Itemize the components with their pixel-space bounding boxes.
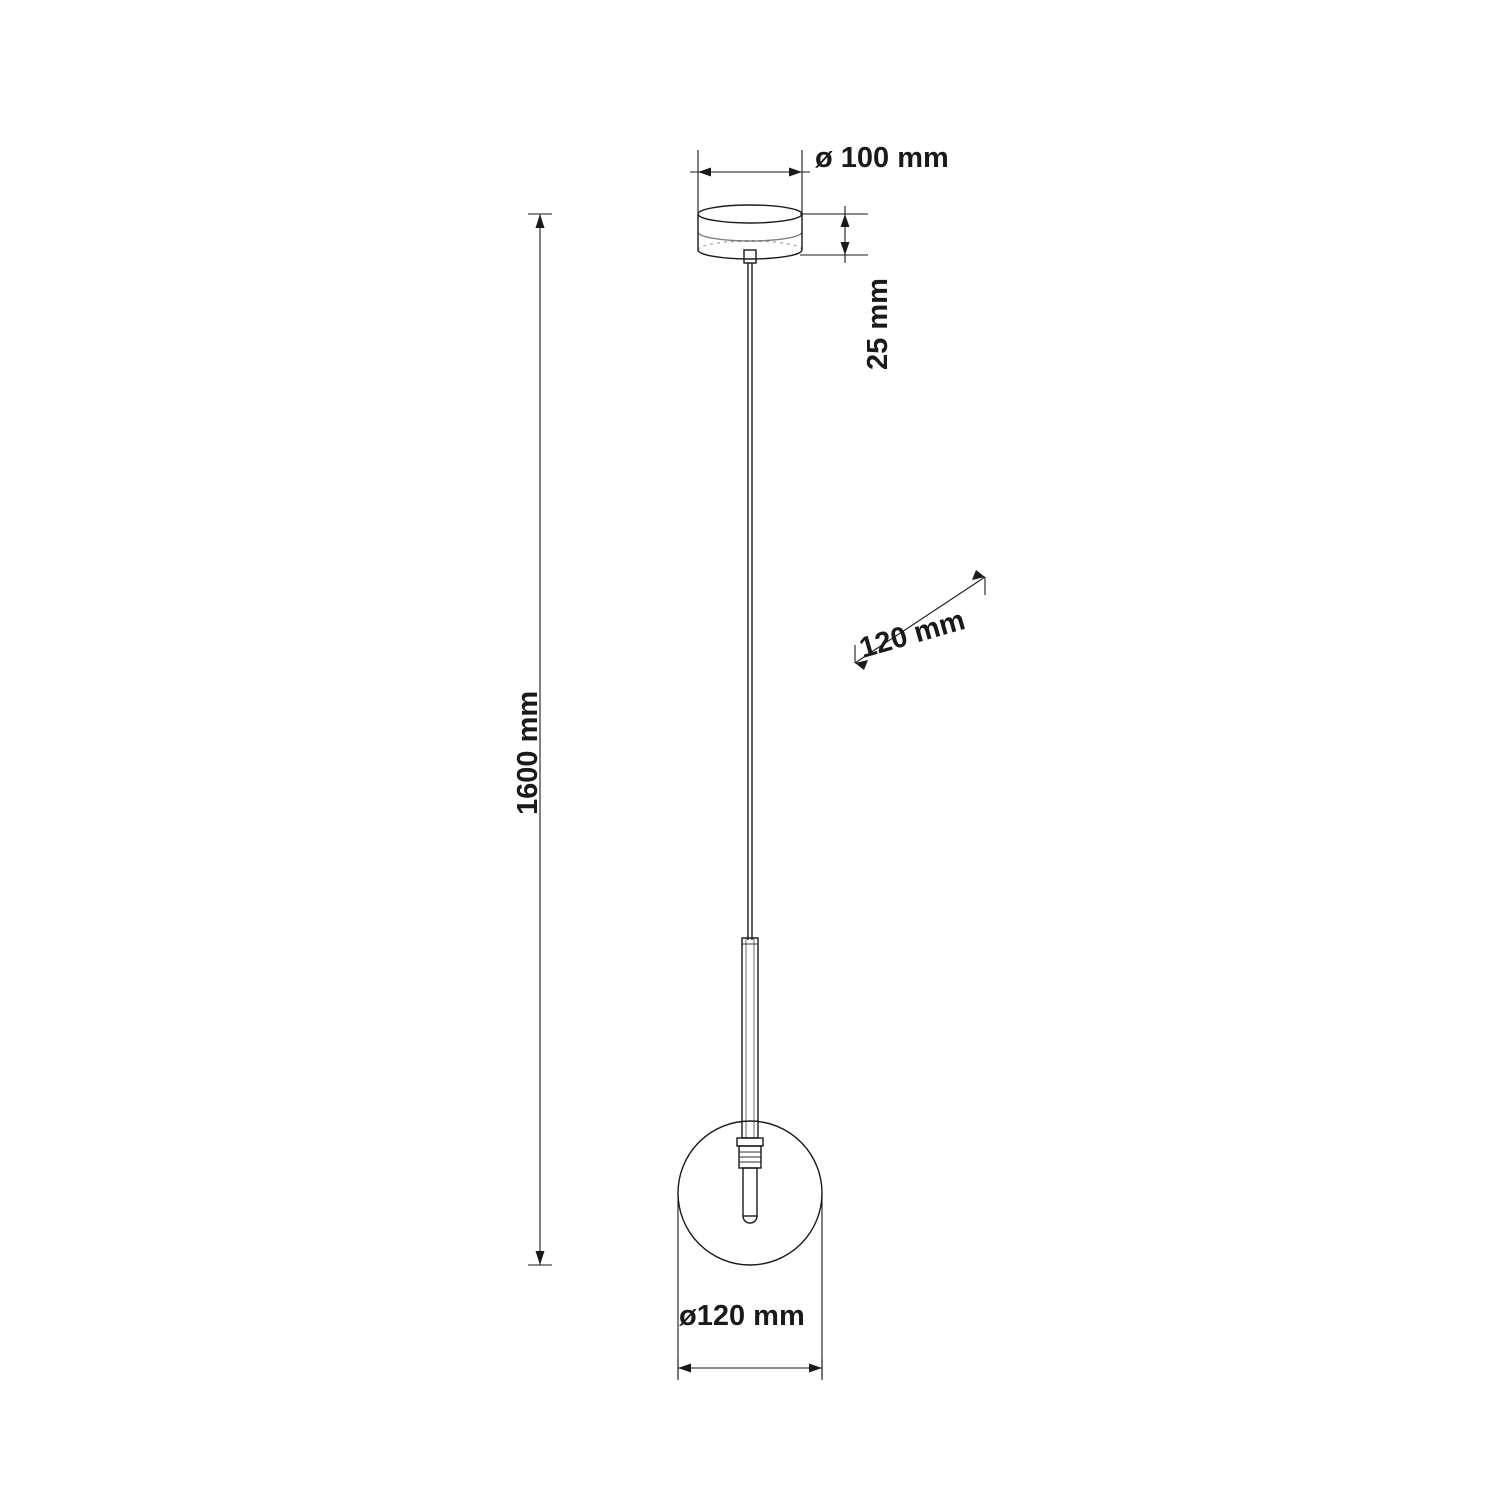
dimension-globe-diameter [677, 1193, 823, 1380]
canopy-cable-outlet [743, 249, 757, 264]
lamp-stem [741, 937, 759, 1139]
dimension-label-total-height: 1600 mm [512, 690, 544, 815]
bulb-socket-assembly [736, 1137, 764, 1224]
dimension-canopy-diameter [690, 150, 810, 221]
dimension-total-height [528, 213, 552, 1266]
glass-globe [677, 1120, 823, 1266]
suspension-cable [747, 263, 753, 940]
dimension-canopy-height [800, 206, 868, 263]
dimension-label-canopy-height: 25 mm [862, 278, 894, 370]
dimension-label-globe-diameter: ø120 mm [679, 1300, 805, 1332]
dimension-label-canopy-diameter: ø 100 mm [815, 142, 949, 174]
dimension-cable-length [854, 570, 986, 670]
canopy-body [697, 204, 803, 260]
